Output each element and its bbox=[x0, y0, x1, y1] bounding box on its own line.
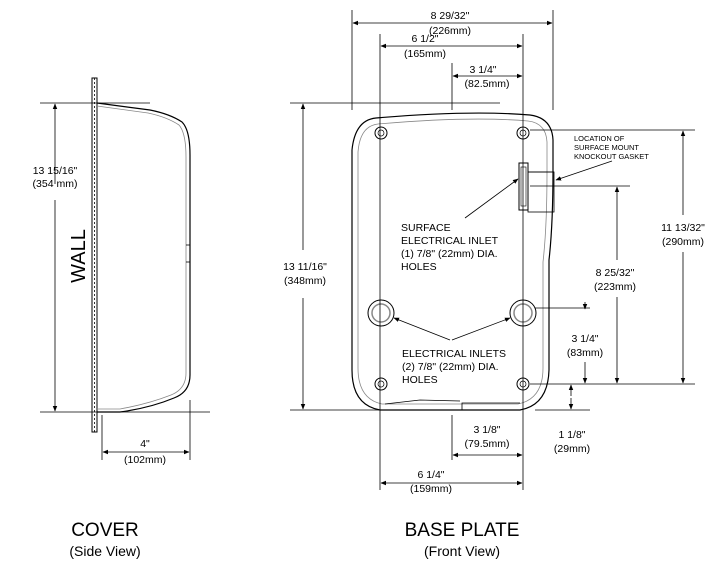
plate-height-mm: (348mm) bbox=[284, 275, 326, 287]
cover-depth-in: 4" bbox=[140, 438, 150, 450]
lower-left-mounting-hole bbox=[374, 377, 388, 391]
base-plate-subtitle: (Front View) bbox=[424, 543, 500, 559]
bottom-offset-mm: (29mm) bbox=[554, 443, 590, 455]
cover-subtitle: (Side View) bbox=[69, 543, 140, 559]
cover-height-in: 13 15/16" bbox=[33, 165, 78, 177]
inlets-note-line-2: (2) 7/8" (22mm) DIA. bbox=[402, 361, 499, 373]
inlet-height-in: 8 25/32" bbox=[596, 267, 635, 279]
lower-inlet-height-mm: (83mm) bbox=[567, 347, 603, 359]
upper-holes-height-in: 11 13/32" bbox=[661, 222, 705, 234]
cover-depth-mm: (102mm) bbox=[124, 454, 166, 466]
lower-inlet-height-in: 3 1/4" bbox=[571, 333, 598, 345]
hole-spacing-mm: (165mm) bbox=[404, 48, 446, 60]
surface-inlet-note-line-3: (1) 7/8" (22mm) DIA. bbox=[401, 248, 498, 260]
upper-holes-height-mm: (290mm) bbox=[662, 236, 704, 248]
gasket-note-line-2: SURFACE MOUNT bbox=[574, 143, 639, 152]
base-plate-front-view: 8 29/32" (226mm) 6 1/2" (165mm) 3 1/4" (… bbox=[283, 10, 705, 559]
lower-center-offset-in: 3 1/8" bbox=[473, 424, 500, 436]
plate-height-in: 13 11/16" bbox=[283, 261, 327, 273]
cover-height-mm: (354 mm) bbox=[33, 178, 78, 190]
wall-label: WALL bbox=[68, 229, 90, 283]
cover-title: COVER bbox=[71, 520, 139, 541]
overall-width-mm: (226mm) bbox=[429, 25, 471, 37]
surface-inlet-note-line-4: HOLES bbox=[401, 261, 437, 273]
gasket-note-line-1: LOCATION OF bbox=[574, 134, 625, 143]
center-offset-in: 3 1/4" bbox=[469, 64, 496, 76]
cover-side-view: 13 15/16" (354 mm) WALL 4" (102mm) COVER… bbox=[33, 77, 210, 559]
inlets-note-line-1: ELECTRICAL INLETS bbox=[402, 348, 506, 360]
inlets-note-line-3: HOLES bbox=[402, 374, 438, 386]
overall-width-in: 8 29/32" bbox=[431, 10, 470, 22]
surface-inlet-note-line-1: SURFACE bbox=[401, 222, 451, 234]
bottom-offset-in: 1 1/8" bbox=[558, 429, 585, 441]
lower-hole-spacing-in: 6 1/4" bbox=[417, 469, 444, 481]
lower-center-offset-mm: (79.5mm) bbox=[465, 438, 510, 450]
hole-spacing-in: 6 1/2" bbox=[411, 33, 438, 45]
cover-outline bbox=[96, 102, 191, 413]
inlet-height-mm: (223mm) bbox=[594, 281, 636, 293]
knockout-gasket bbox=[518, 162, 529, 211]
lower-hole-spacing-mm: (159mm) bbox=[410, 483, 452, 495]
surface-inlet-note-line-2: ELECTRICAL INLET bbox=[401, 235, 499, 247]
base-plate-outline bbox=[351, 112, 554, 411]
left-electrical-inlet bbox=[367, 299, 395, 327]
center-offset-mm: (82.5mm) bbox=[465, 78, 510, 90]
base-plate-title: BASE PLATE bbox=[405, 520, 520, 541]
gasket-note-line-3: KNOCKOUT GASKET bbox=[574, 152, 649, 161]
upper-left-mounting-hole bbox=[374, 126, 388, 140]
